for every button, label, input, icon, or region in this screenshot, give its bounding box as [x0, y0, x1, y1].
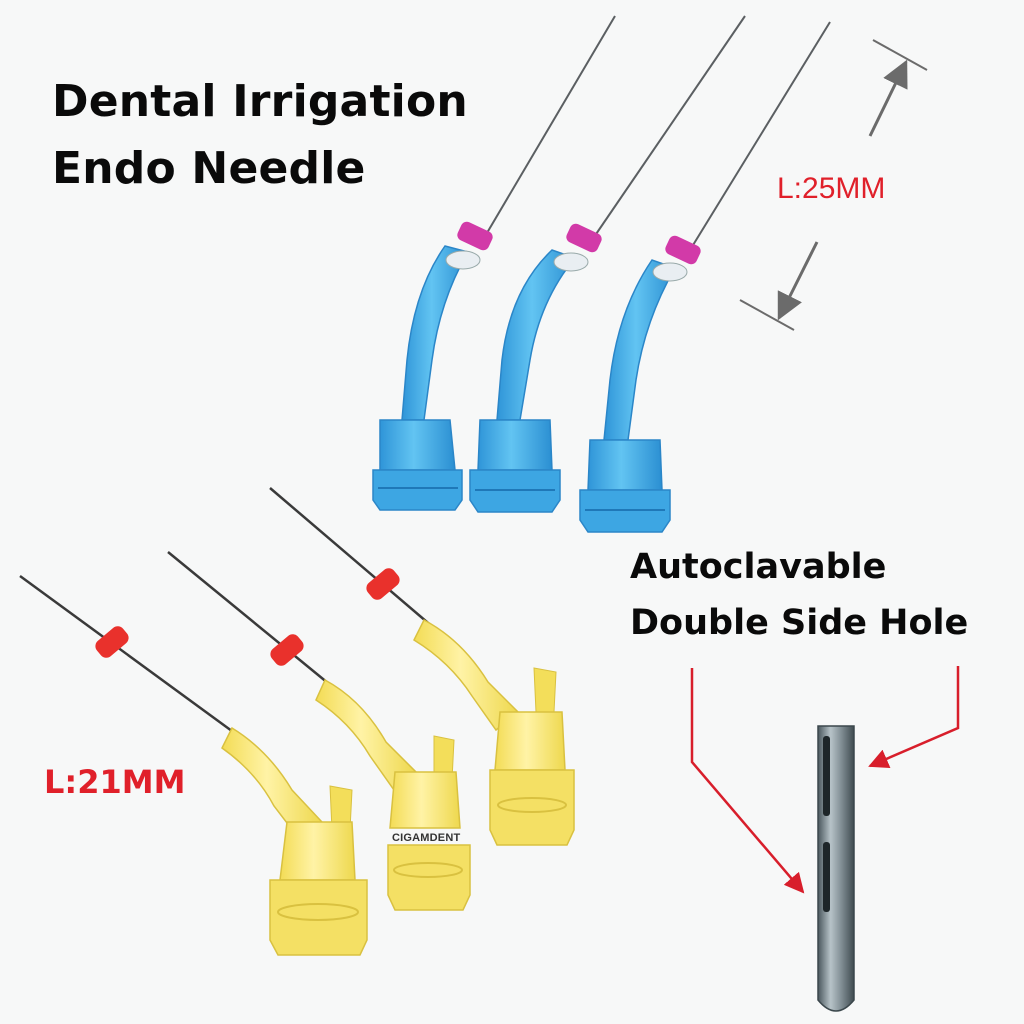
blue-needle-1	[372, 15, 616, 511]
yellow-needle-1	[19, 574, 368, 956]
yellow-needle-2	[167, 551, 471, 911]
length-label-25mm: L:25MM	[777, 172, 886, 205]
side-hole-upper	[823, 736, 830, 816]
product-title-line-1: Dental Irrigation	[52, 76, 468, 127]
length-dimension-marker	[739, 39, 928, 331]
needle-tip-closeup	[817, 725, 855, 1012]
yellow-needle-3	[269, 487, 575, 846]
brand-watermark: CIGAMDENT	[392, 832, 461, 844]
side-hole-lower	[823, 842, 830, 912]
product-title-line-2: Endo Needle	[52, 143, 366, 194]
feature-double-side-hole: Double Side Hole	[630, 603, 969, 643]
length-label-21mm: L:21MM	[44, 763, 186, 801]
feature-autoclavable: Autoclavable	[630, 547, 887, 587]
hole-pointer-arrows	[690, 666, 960, 894]
blue-needle-3	[579, 21, 831, 533]
blue-needle-2	[469, 15, 746, 513]
